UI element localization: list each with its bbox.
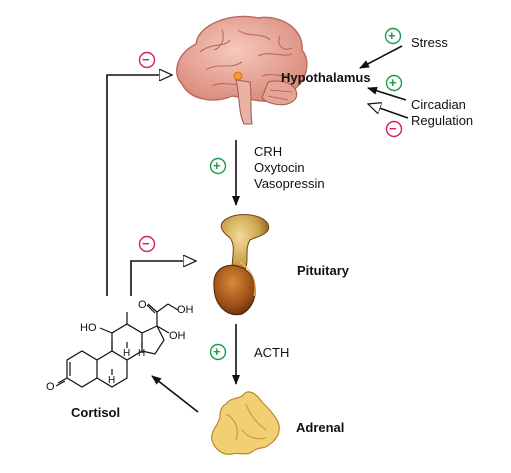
stress-arrow <box>359 45 403 69</box>
acth-plus-sign: + <box>213 344 221 359</box>
cortisol-feedback-hypothalamus-arrow <box>106 75 172 296</box>
acth-label: ACTH <box>254 345 290 360</box>
oxytocin-label: Oxytocin <box>254 160 305 175</box>
molecule-ketone-o-label: O <box>46 381 55 393</box>
pituitary-gland-illustration <box>213 214 270 316</box>
cortisol-feedback-pituitary-arrow <box>130 261 196 296</box>
adrenal-to-cortisol-arrow <box>151 375 199 413</box>
adrenal-gland-illustration <box>211 391 280 455</box>
hypothalamus-label: Hypothalamus <box>281 70 371 85</box>
molecule-h1-label: H <box>123 348 131 359</box>
circadian-inhibition-arrow <box>368 104 409 119</box>
cortisol-label: Cortisol <box>71 405 121 420</box>
pituitary-feedback-minus-sign: − <box>142 236 150 251</box>
circadian-label-line1: Circadian <box>411 97 466 112</box>
adrenal-label: Adrenal <box>296 420 345 435</box>
molecule-oh-side-label: OH <box>169 330 186 342</box>
pituitary-label: Pituitary <box>297 263 350 278</box>
molecule-ho-label: HO <box>80 322 97 334</box>
stress-plus-sign: + <box>388 28 396 43</box>
crh-plus-sign: + <box>213 158 221 173</box>
cortisol-molecule-skeleton <box>55 303 179 388</box>
circadian-plus-sign: + <box>389 75 397 90</box>
vasopressin-label: Vasopressin <box>254 176 325 191</box>
molecule-side-o-label: O <box>138 299 147 311</box>
molecule-h2-label: H <box>138 348 146 359</box>
crh-label: CRH <box>254 144 283 159</box>
molecule-h3-label: H <box>108 375 116 386</box>
circadian-stimulation-arrow <box>367 86 407 101</box>
brain-illustration <box>176 15 308 125</box>
circadian-minus-sign: − <box>389 121 397 136</box>
circadian-label-line2: Regulation <box>411 113 474 128</box>
molecule-oh-top-label: OH <box>177 304 194 316</box>
sign-circles <box>138 27 403 361</box>
hypothalamus-feedback-minus-sign: − <box>142 52 150 67</box>
stress-label: Stress <box>411 35 448 50</box>
